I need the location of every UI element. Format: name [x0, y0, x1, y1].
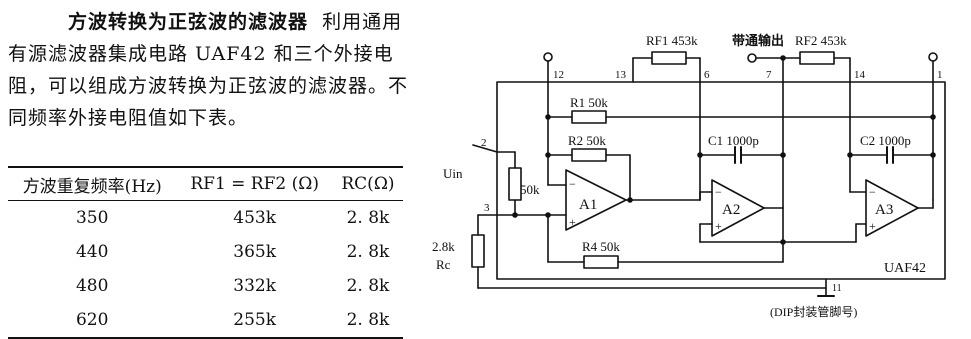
junction-dot [697, 152, 703, 158]
table-cell: 480 [75, 276, 109, 296]
chip-outline [496, 81, 946, 280]
table-cell: 2. 8k [346, 242, 390, 262]
bandpass-output-terminal [747, 53, 757, 63]
col-header-frequency: 方波重复频率(Hz) [8, 166, 177, 201]
table-row: 620 255k 2. 8k [8, 303, 403, 339]
frequency-table: 方波重复频率(Hz) RF1 = RF2 (Ω) RC(Ω) 350 453k … [8, 166, 403, 339]
table-row: 350 453k 2. 8k [8, 201, 403, 236]
pin-1-terminal [928, 52, 938, 62]
paragraph-title: 方波转换为正弦波的滤波器 [68, 11, 309, 33]
input-50k-resistor [508, 167, 522, 201]
description-paragraph: 方波转换为正弦波的滤波器 利用通用有源滤波器集成电路 UAF42 和三个外接电阻… [8, 6, 413, 134]
table-cell: 453k [233, 208, 277, 228]
table-cell: 2. 8k [346, 208, 390, 228]
rf1-resistor [651, 51, 687, 65]
junction-dot [512, 212, 518, 218]
col-header-rc: RC(Ω) [332, 166, 403, 201]
pin-12-terminal [543, 52, 553, 62]
opamp-a2 [711, 179, 765, 237]
r1-resistor [571, 110, 607, 124]
table-cell: 620 [8, 303, 177, 339]
table-cell: 2. 8k [332, 303, 403, 339]
junction-dot [780, 239, 786, 245]
junction-dot [545, 212, 551, 218]
junction-dot [780, 152, 786, 158]
table-cell: 365k [233, 242, 277, 262]
table-row: 480 332k 2. 8k [8, 269, 403, 303]
col-header-rf: RF1 = RF2 (Ω) [176, 166, 333, 201]
opamp-a3 [865, 179, 919, 237]
paragraph-body: 利用通用有源滤波器集成电路 UAF42 和三个外接电阻，可以组成方波转换为正弦波… [8, 11, 409, 129]
table-row: 440 365k 2. 8k [8, 235, 403, 269]
filter-schematic [471, 51, 946, 297]
r4-resistor [583, 255, 619, 269]
opamp-a1 [565, 169, 627, 231]
table-cell: 350 [75, 208, 109, 228]
table-cell: 440 [75, 242, 109, 262]
r2-resistor [571, 148, 607, 162]
table-cell: 255k [176, 303, 333, 339]
table-cell: 2. 8k [346, 276, 390, 296]
rf2-resistor [799, 51, 835, 65]
rc-resistor [471, 234, 485, 268]
table-cell: 332k [233, 276, 277, 296]
junction-dot [930, 152, 936, 158]
